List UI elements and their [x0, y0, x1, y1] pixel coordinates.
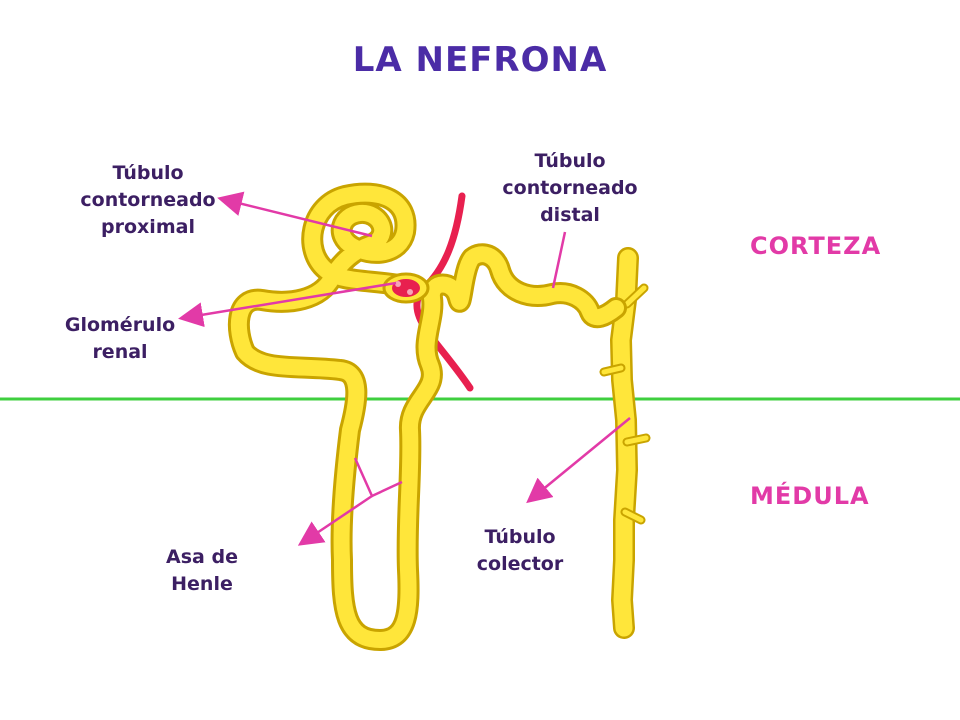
collecting-duct	[599, 247, 651, 639]
afferent-vessel	[413, 192, 474, 392]
region-medula: MÉDULA	[750, 482, 870, 510]
region-corteza: CORTEZA	[750, 232, 882, 260]
label-colector: Túbulo colector	[476, 526, 564, 575]
pointer-colector	[526, 417, 631, 504]
pointer-distal	[551, 231, 567, 289]
label-henle: Asa de Henle	[166, 546, 238, 595]
diagram-title: LA NEFRONA	[352, 40, 608, 80]
nephron-tubule	[227, 182, 627, 651]
label-distal: Túbulo contorneado distal	[502, 150, 638, 226]
label-glomerulo: Glomérulo renal	[64, 314, 176, 363]
pointer-henle	[297, 494, 373, 546]
glomerulus	[382, 272, 430, 304]
label-proximal: Túbulo contorneado proximal	[80, 162, 216, 238]
henle-bracket	[353, 457, 403, 498]
pointer-glomerulo	[178, 281, 397, 328]
pointer-proximal	[217, 191, 373, 238]
